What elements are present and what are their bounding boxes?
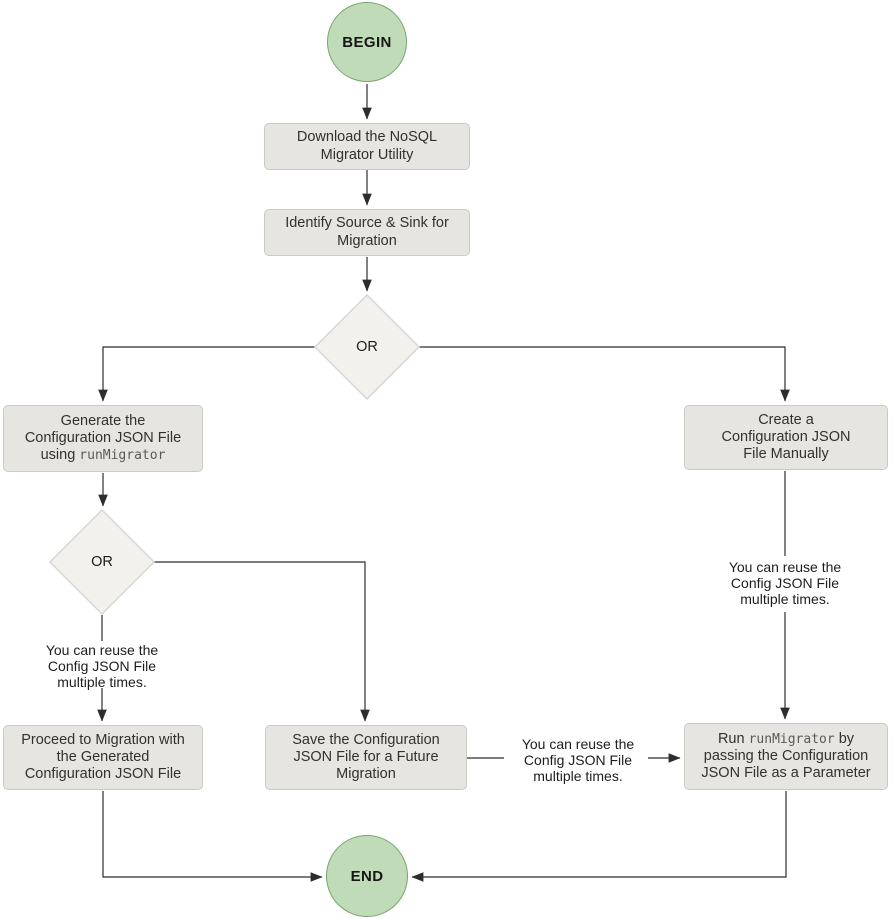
- step-label: Proceed to Migration with the Generated …: [21, 731, 185, 783]
- step-download-migrator: Download the NoSQL Migrator Utility: [264, 123, 470, 170]
- or-decision-diamond-top: [313, 293, 421, 401]
- step-label: Save the Configuration JSON File for a F…: [292, 731, 440, 783]
- begin-terminal: BEGIN: [327, 2, 407, 82]
- or-decision-label-left: OR: [91, 554, 113, 570]
- or-decision-label-top: OR: [356, 339, 378, 355]
- step-label-text: by passing the Configuration JSON File a…: [701, 730, 871, 782]
- flow-connectors: [97, 84, 790, 882]
- step-label-text: Generate the Configuration JSON File usi…: [24, 412, 182, 464]
- connector-or2-to-save: [154, 561, 370, 722]
- connector-proceed-to-end: [102, 791, 323, 882]
- step-label: Generate the Configuration JSON File usi…: [18, 413, 188, 464]
- reuse-note-right: You can reuse the Config JSON File multi…: [728, 559, 842, 607]
- step-label-code: runMigrator: [748, 731, 835, 747]
- step-identify-source-sink: Identify Source & Sink for Migration: [264, 209, 470, 256]
- step-save-config: Save the Configuration JSON File for a F…: [265, 725, 467, 790]
- step-label-code: runMigrator: [79, 448, 166, 464]
- step-create-config-manually: Create a Configuration JSON File Manuall…: [684, 405, 888, 470]
- end-terminal: END: [326, 835, 408, 917]
- step-generate-config: Generate the Configuration JSON File usi…: [3, 405, 203, 472]
- step-label: Run runMigrator by passing the Configura…: [692, 731, 880, 782]
- step-proceed-migration: Proceed to Migration with the Generated …: [3, 725, 203, 790]
- step-label-text: Run: [717, 730, 749, 747]
- or-decision-diamond-left: [48, 508, 156, 616]
- reuse-note-middle: You can reuse the Config JSON File multi…: [521, 736, 635, 784]
- connector-run-to-end: [411, 791, 787, 882]
- connector-or1-to-create: [419, 346, 790, 402]
- step-label: Download the NoSQL Migrator Utility: [296, 129, 438, 163]
- connector-or1-to-generate: [98, 346, 315, 402]
- reuse-note-left: You can reuse the Config JSON File multi…: [45, 642, 159, 690]
- step-label: Create a Configuration JSON File Manuall…: [721, 411, 851, 463]
- step-run-migrator: Run runMigrator by passing the Configura…: [684, 723, 888, 790]
- step-label: Identify Source & Sink for Migration: [285, 215, 449, 249]
